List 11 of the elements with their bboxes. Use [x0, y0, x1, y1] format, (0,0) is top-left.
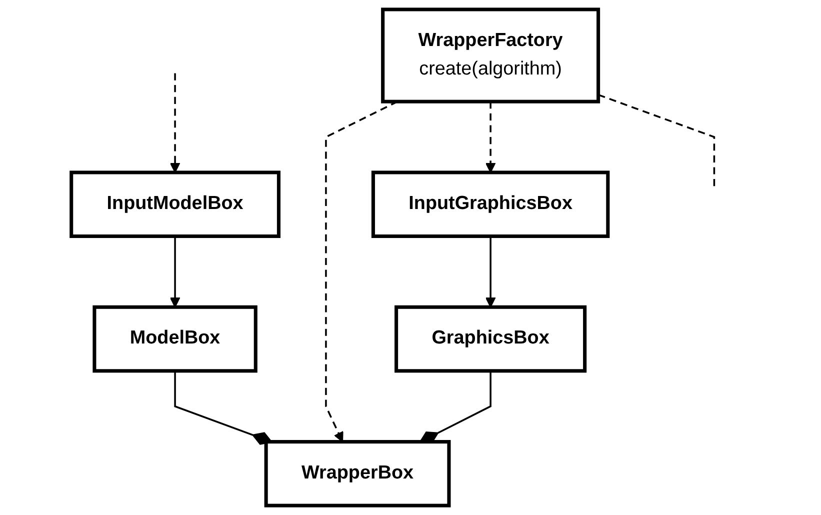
node-box: GraphicsBox: [394, 305, 587, 373]
node-box: ModelBox: [92, 305, 258, 373]
connector: [174, 370, 272, 445]
arrow: [485, 236, 496, 308]
arrow: [170, 73, 180, 173]
node-box: WrapperBox: [264, 440, 451, 508]
node-box: InputGraphicsBox: [371, 170, 610, 238]
arrow: [485, 102, 496, 173]
node-box: InputModelBox: [70, 170, 280, 238]
node-box: WrapperFactory create(algorithm): [381, 8, 600, 104]
arrow: [170, 236, 180, 308]
